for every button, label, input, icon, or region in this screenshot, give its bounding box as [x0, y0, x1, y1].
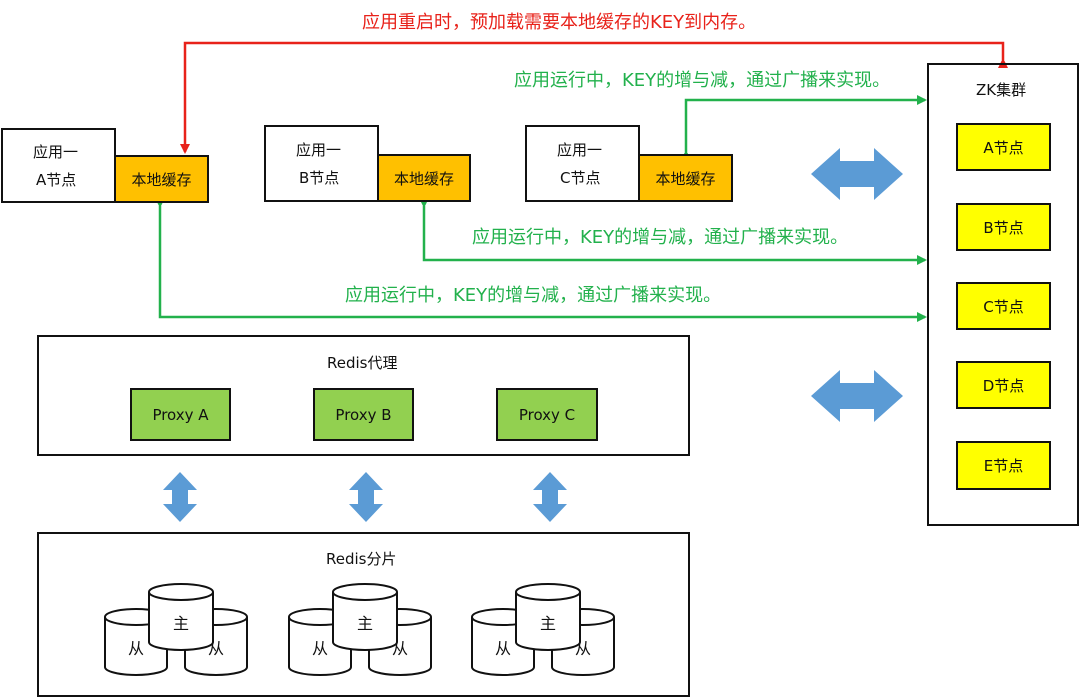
app-node-label: C节点: [560, 168, 601, 187]
local-cache-a: 本地缓存: [114, 155, 209, 203]
local-cache-b: 本地缓存: [377, 154, 471, 202]
master-db: 主: [515, 583, 581, 651]
broadcast-label-b: 应用运行中，KEY的增与减，通过广播来实现。: [472, 227, 849, 248]
preload-connector: [180, 41, 1008, 154]
shard-group: 从从主: [104, 583, 248, 676]
app-node-a: 应用一 A节点: [1, 128, 116, 203]
redis-shard-frame: [37, 532, 690, 697]
proxy-a: Proxy A: [130, 388, 231, 441]
app-node-label: A节点: [36, 170, 77, 189]
shard-group: 从从主: [288, 583, 432, 676]
preload-label: 应用重启时，预加载需要本地缓存的KEY到内存。: [362, 12, 757, 33]
redis-shard-title: Redis分片: [326, 550, 397, 568]
app-node-b: 应用一 B节点: [264, 125, 379, 202]
proxy-b: Proxy B: [313, 388, 414, 441]
app-node-c: 应用一 C节点: [525, 125, 640, 202]
slave-db-left-label: 从: [495, 639, 511, 658]
redis-proxy-frame: [37, 335, 690, 456]
broadcast-label-c: 应用运行中，KEY的增与减，通过广播来实现。: [514, 70, 891, 91]
slave-db-left-label: 从: [128, 639, 144, 658]
double-arrow-apps-zk: [811, 148, 903, 200]
zk-node-c: C节点: [956, 282, 1051, 330]
slave-db-left-label: 从: [312, 639, 328, 658]
master-db-label: 主: [540, 614, 556, 633]
master-db-label: 主: [357, 614, 373, 633]
local-cache-c: 本地缓存: [638, 154, 733, 202]
app-name: 应用一: [296, 140, 342, 159]
broadcast-connector-a: [155, 198, 927, 322]
zk-cluster-frame: [927, 63, 1079, 526]
redis-proxy-title: Redis代理: [327, 354, 398, 372]
shard-group: 从从主: [471, 583, 615, 676]
double-arrow-proxy-b-shard: [349, 472, 383, 522]
zk-cluster-title: ZK集群: [976, 81, 1027, 99]
app-name: 应用一: [557, 140, 603, 159]
zk-node-e: E节点: [956, 441, 1051, 490]
app-name: 应用一: [33, 142, 79, 161]
double-arrow-proxy-zk: [811, 370, 903, 422]
broadcast-label-a: 应用运行中，KEY的增与减，通过广播来实现。: [345, 285, 722, 306]
master-db: 主: [148, 583, 214, 651]
master-db: 主: [332, 583, 398, 651]
app-node-label: B节点: [299, 168, 340, 187]
zk-node-b: B节点: [956, 203, 1051, 251]
master-db-label: 主: [173, 614, 189, 633]
zk-node-d: D节点: [956, 361, 1051, 409]
double-arrow-proxy-a-shard: [163, 472, 197, 522]
proxy-c: Proxy C: [496, 388, 598, 441]
zk-node-a: A节点: [956, 123, 1051, 171]
broadcast-connector-c: [681, 95, 927, 160]
double-arrow-proxy-c-shard: [533, 472, 567, 522]
